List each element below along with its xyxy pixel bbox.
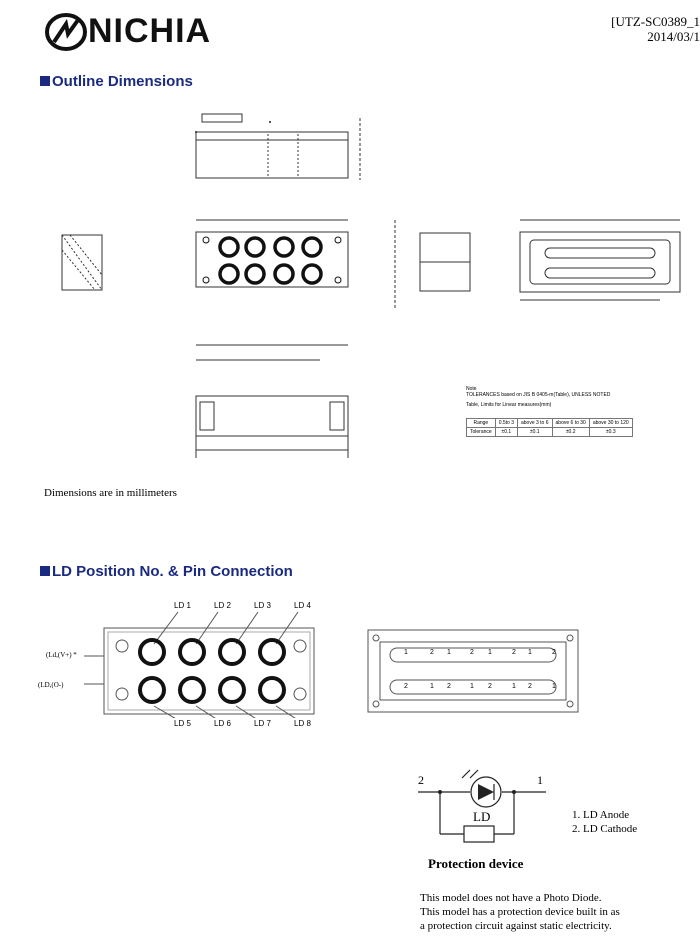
- side-view-top: [195, 131, 349, 179]
- ld-label: LD 5: [174, 719, 191, 728]
- ld-label: LD 1: [174, 601, 191, 610]
- ld-label: LD 7: [254, 719, 271, 728]
- ld-label: LD 2: [214, 601, 231, 610]
- section-title-outline: Outline Dimensions: [40, 73, 193, 90]
- schematic-legend: 1. LD Anode 2. LD Cathode: [572, 809, 638, 835]
- protection-device-label: Protection device: [428, 856, 524, 871]
- schematic-ld-label: LD: [473, 809, 491, 824]
- pin-number: 1: [404, 649, 408, 656]
- bottom-view: [195, 395, 349, 437]
- pin-number: 1: [430, 683, 434, 690]
- table-cell: ±0.1: [516, 427, 553, 437]
- outline-drawing: [61, 113, 681, 458]
- ld-label: LD 6: [214, 719, 231, 728]
- table-cell: above 30 to 120: [588, 418, 633, 428]
- pin-number: 2: [447, 683, 451, 690]
- schematic-pin-right: 1: [537, 773, 543, 787]
- ld-label: LD 8: [294, 719, 311, 728]
- pin-number: 1: [447, 649, 451, 656]
- nichia-logo-icon: [45, 13, 87, 51]
- top-view-center: [195, 231, 349, 288]
- ld-schematic: [418, 769, 546, 843]
- pin-number: 2: [404, 683, 408, 690]
- dimensions-note: Dimensions are in millimeters: [44, 487, 177, 499]
- table-cell: above 3 to 6: [516, 418, 553, 428]
- doc-date: 2014/03/1: [647, 29, 700, 44]
- table-cell: ±0.3: [588, 427, 633, 437]
- brand-name: NICHIA: [88, 12, 212, 50]
- schematic-pin-left: 2: [418, 773, 424, 787]
- pin-number: 2: [470, 649, 474, 656]
- ld-label: LD 4: [294, 601, 311, 610]
- nichia-logo: NICHIA: [44, 10, 244, 54]
- table-cell: Range: [466, 418, 496, 428]
- section-title-pin: LD Position No. & Pin Connection: [40, 563, 293, 580]
- side-label: (LD,(O-): [38, 681, 64, 689]
- doc-number: [UTZ-SC0389_1: [611, 14, 700, 29]
- tolerance-note: Note TOLERANCES based on JIS B 0405-m(Ta…: [466, 386, 611, 408]
- table-cell: 0.5to 3: [494, 418, 518, 428]
- pin-number: 2: [488, 683, 492, 690]
- pin-number: 2: [552, 649, 556, 656]
- pin-number: 1: [488, 649, 492, 656]
- table-cell: ±0.2: [551, 427, 590, 437]
- document-id: [UTZ-SC0389_1 2014/03/1: [611, 14, 700, 44]
- ld-label: LD 3: [254, 601, 271, 610]
- table-cell: ±0.1: [494, 427, 518, 437]
- section-view-left: [61, 234, 103, 291]
- pin-number: 1: [470, 683, 474, 690]
- tolerance-table: Range 0.5to 3 above 3 to 6 above 6 to 30…: [466, 418, 633, 437]
- pin-number: 2: [512, 649, 516, 656]
- pin-number: 2: [430, 649, 434, 656]
- ld-position-drawing: [84, 611, 579, 718]
- table-cell: Tolerance: [466, 427, 496, 437]
- pin-number: 1: [512, 683, 516, 690]
- section-bullet-icon: [40, 566, 50, 576]
- side-label: (Ld,(V+) *: [46, 651, 77, 659]
- pin-number: 1: [552, 683, 556, 690]
- footer-notes: This model does not have a Photo Diode. …: [420, 892, 620, 932]
- section-bullet-icon: [40, 76, 50, 86]
- pin-number: 2: [528, 683, 532, 690]
- table-cell: above 6 to 30: [551, 418, 590, 428]
- pin-number: 1: [528, 649, 532, 656]
